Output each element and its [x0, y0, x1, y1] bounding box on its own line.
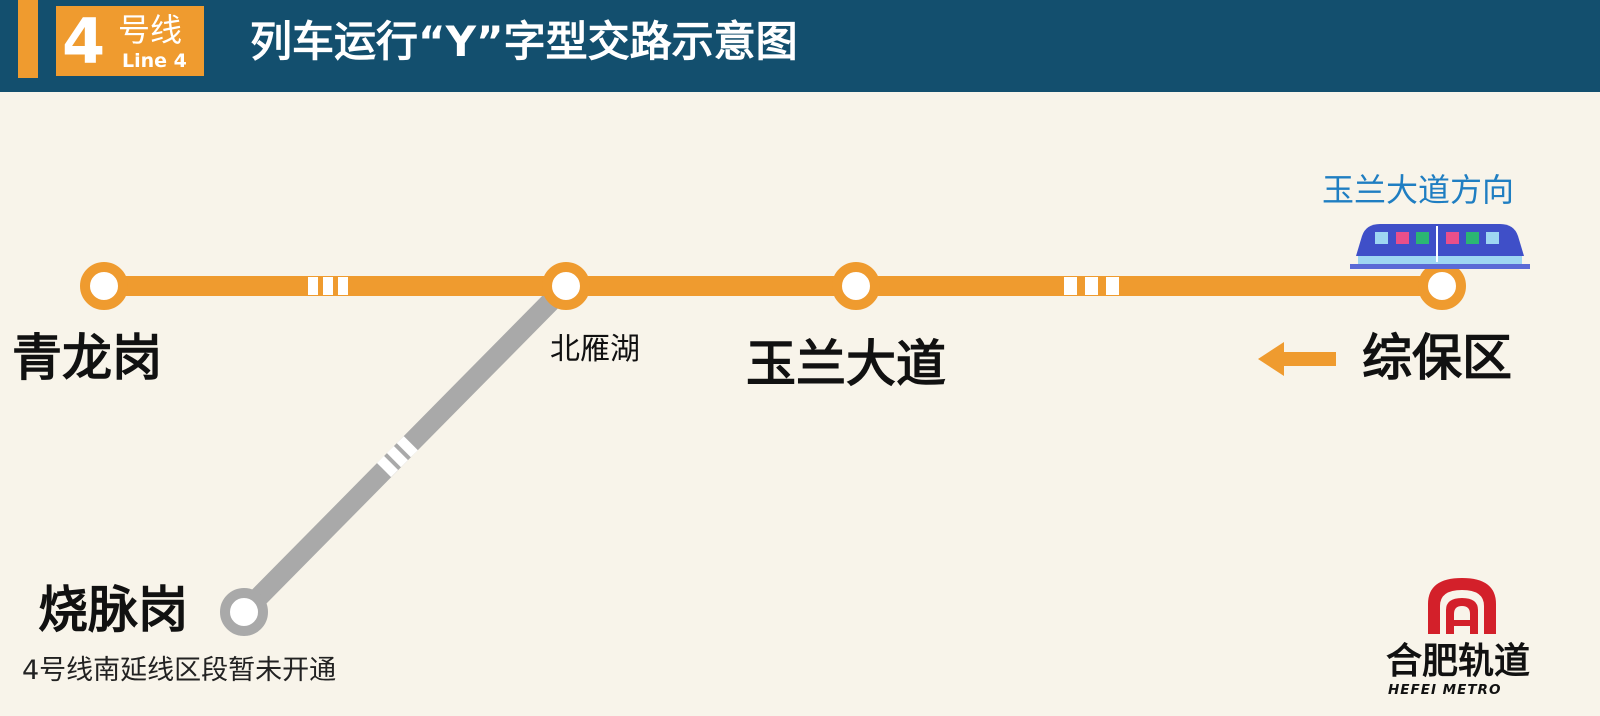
train-icon: [1350, 224, 1530, 269]
logo-text-en: HEFEI METRO: [1388, 682, 1502, 698]
station-label-raomaigang: 烧脉岗: [38, 581, 188, 639]
main-line-hatch-east: [1064, 277, 1119, 295]
station-label-qinglonggang: 青龙岗: [12, 329, 162, 387]
station-node-zongbaoqu: [1418, 262, 1466, 310]
page-title: 列车运行“Y”字型交路示意图: [250, 17, 798, 66]
line-badge: 4 号线 Line 4: [56, 5, 204, 78]
station-node-qinglonggang: [80, 262, 128, 310]
header-bar: 4 号线 Line 4 列车运行“Y”字型交路示意图: [0, 0, 1600, 92]
south-extension-hatch: [376, 436, 418, 478]
station-node-beiyanhu: [542, 262, 590, 310]
station-label-beiyanhu: 北雁湖: [550, 332, 640, 367]
arrow-left-icon: [1258, 342, 1336, 376]
station-label-zongbaoqu: 综保区: [1362, 329, 1512, 387]
line-label-cn: 号线: [118, 11, 183, 49]
line-label-en: Line 4: [122, 50, 187, 72]
header-accent-stripe: [18, 0, 38, 78]
station-label-yulandadao: 玉兰大道: [746, 335, 946, 393]
line-number: 4: [62, 5, 106, 78]
direction-label: 玉兰大道方向: [1322, 171, 1515, 209]
logo-text-cn: 合肥轨道: [1386, 641, 1531, 682]
hefei-metro-logo-icon: [1428, 578, 1496, 634]
station-node-raomaigang: [220, 588, 268, 636]
extension-status-note: 4号线南延线区段暂未开通: [22, 655, 337, 686]
station-node-yulandadao: [832, 262, 880, 310]
main-line-hatch-west: [308, 277, 348, 295]
